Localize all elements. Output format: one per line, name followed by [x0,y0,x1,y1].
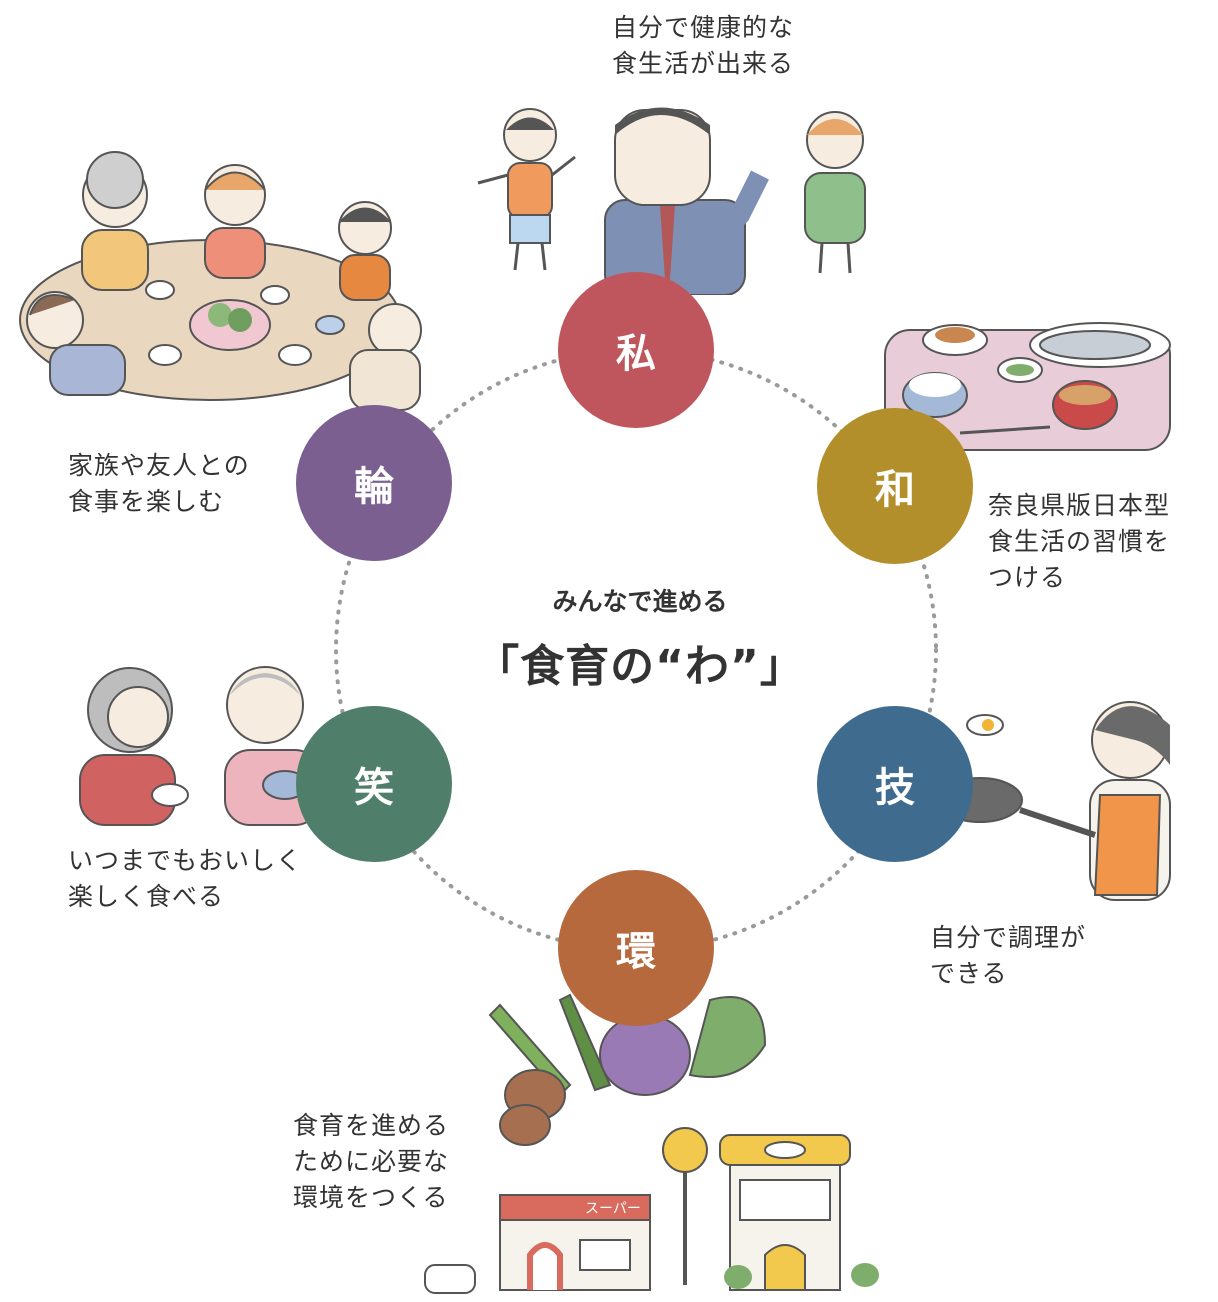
family-dining-illustration [19,151,422,411]
cooking-person-illustration [937,701,1171,901]
elderly-couple-illustration [79,666,321,826]
node-waza: 技 [817,706,973,862]
node-emi: 笑 [296,706,452,862]
center-title: 「食育の“わ”」 [475,641,805,692]
node-kan: 環 [558,870,714,1026]
japanese-meal-illustration [884,322,1171,451]
caption-kan: 食育を進める ために必要な 環境をつくる [293,1111,450,1212]
caption-emi: いつまでもおいしく 楽しく食べる [68,846,303,911]
node-wa-japanese: 和 [817,408,973,564]
caption-watashi: 自分で健康的な 食生活が出来る [612,13,795,78]
healthy-people-illustration [477,107,866,295]
vegetables-and-shops-illustration: スーパー [424,993,879,1294]
node-rin: 輪 [296,405,452,561]
center-subtitle: みんなで進める [552,587,728,616]
caption-waza: 自分で調理が できる [930,923,1087,988]
supermarket-sign: スーパー [585,1201,641,1217]
node-watashi: 私 [558,272,714,428]
caption-rin: 家族や友人との 食事を楽しむ [68,451,250,516]
caption-wa-japanese: 奈良県版日本型 食生活の習慣を つける [988,491,1171,592]
